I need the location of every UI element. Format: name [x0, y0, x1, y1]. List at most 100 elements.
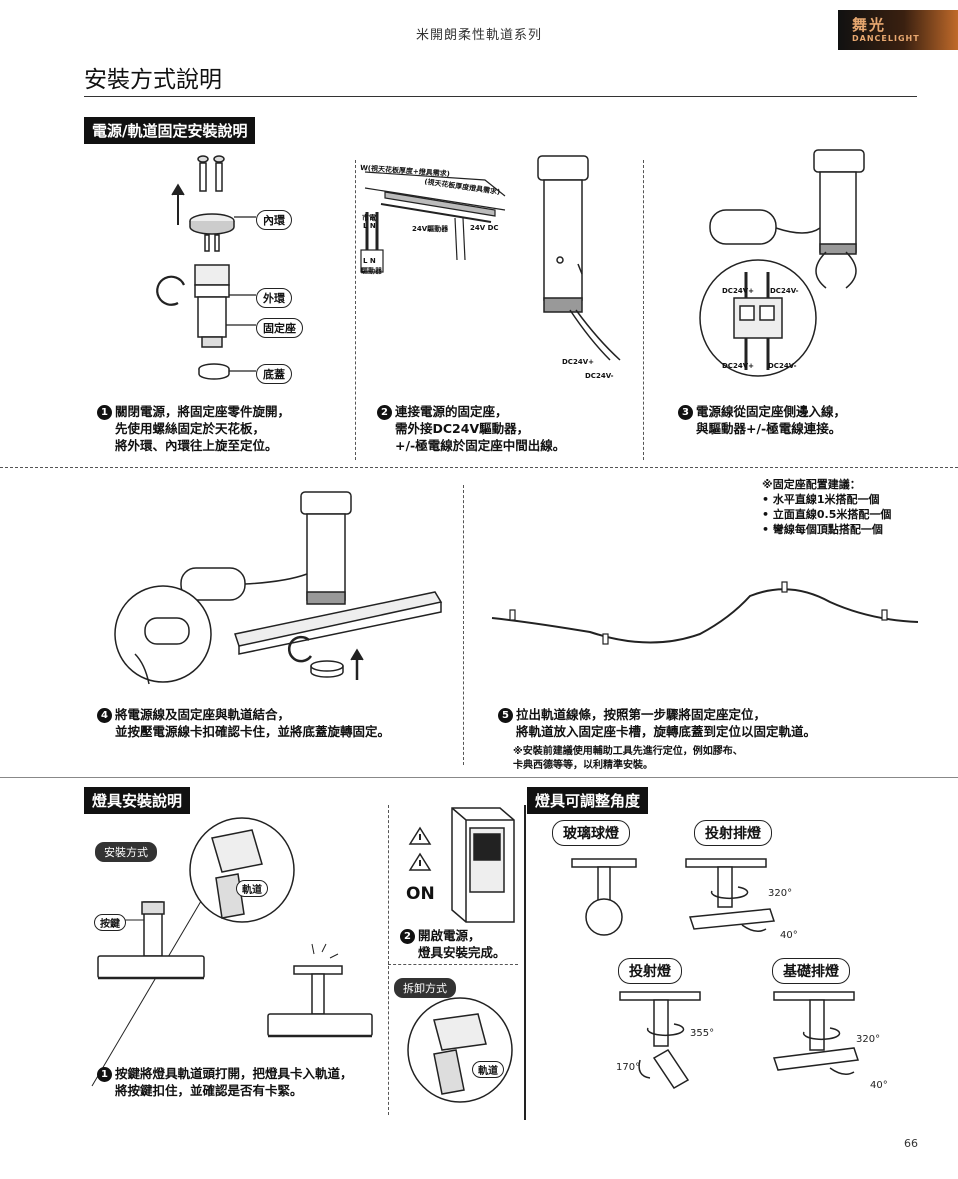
divider-h3 — [388, 964, 518, 965]
plus-red-label-2: DC24V+ — [722, 362, 754, 370]
step-3-line-1: 電源線從固定座側邊入線， — [696, 404, 847, 419]
step-install-line-2: 將按鍵扣住，並確認是否有卡緊。 — [115, 1083, 303, 1098]
step-3-line-2: 與驅動器+/-極電線連接。 — [696, 421, 842, 436]
section-angle: 燈具可調整角度 — [527, 787, 649, 814]
label-inner-ring: 內環 — [256, 210, 292, 230]
step-2-num: 2 — [377, 405, 392, 420]
recommendation-item-2: • 立面直線0.5米搭配一個 — [762, 508, 892, 521]
divider-v3 — [463, 485, 464, 765]
angle-40-b: 40° — [870, 1080, 888, 1091]
step-1-num: 1 — [97, 405, 112, 420]
v24-dc: 24V DC — [470, 224, 499, 232]
step-install-line-1: 按鍵將燈具軌道頭打開，把燈具卡入軌道， — [115, 1066, 353, 1081]
minus-black-label: DC24V- — [770, 287, 799, 295]
step-power-line-1: 開啟電源， — [418, 928, 481, 943]
step-3-num: 3 — [678, 405, 693, 420]
mains-label: 市電 — [362, 214, 376, 222]
product-basic-bar-light: 基礎排燈 — [772, 958, 850, 984]
series-title: 米開朗柔性軌道系列 — [415, 28, 542, 43]
recommendation-item-3: • 彎線每個頂點搭配一個 — [762, 523, 883, 536]
tag-track-2: 軌道 — [472, 1061, 504, 1078]
step-2-line-1: 連接電源的固定座， — [395, 404, 508, 419]
diagram-side-wiring — [699, 149, 865, 377]
switch-on-label: ON — [406, 884, 435, 904]
label-outer-ring: 外環 — [256, 288, 292, 308]
page-number: 66 — [904, 1137, 918, 1150]
step-5-note-line-1: ※安裝前建議使用輔助工具先進行定位，例如膠布、 — [513, 746, 743, 757]
product-glass-ball-light: 玻璃球燈 — [552, 820, 630, 846]
step-4-line-2: 並按壓電源線卡扣確認卡住，並將底蓋旋轉固定。 — [115, 724, 391, 739]
step-power-line-2: 燈具安裝完成。 — [418, 945, 506, 960]
angle-170: 170° — [616, 1062, 641, 1073]
driver-label: 驅動器 — [361, 267, 382, 275]
diagram-curved-track — [491, 581, 919, 645]
divider-v4 — [388, 805, 389, 1115]
step-5-num: 5 — [498, 708, 513, 723]
tag-remove-method: 拆卸方式 — [394, 978, 456, 998]
divider-h1 — [0, 467, 958, 468]
driver-ln: L N — [363, 257, 376, 265]
step-5-note-line-2: 卡典西德等等，以利精準安裝。 — [513, 760, 653, 771]
dc-minus-label: DC24V- — [585, 372, 614, 380]
step-power-num: 2 — [400, 929, 415, 944]
step-2-line-2: 需外接DC24V驅動器， — [395, 421, 530, 436]
angle-355: 355° — [690, 1028, 715, 1039]
angle-320-a: 320° — [768, 888, 793, 899]
mains-ln: L N — [363, 222, 376, 230]
diagram-fixture-install — [91, 817, 373, 1087]
step-1-line-2: 先使用螺絲固定於天花板， — [115, 421, 266, 436]
step-5-line-1: 拉出軌道線條，按照第一步驟將固定座定位， — [516, 707, 767, 722]
step-5-note: ※安裝前建議使用輔助工具先進行定位，例如膠布、 卡典西德等等，以利精準安裝。 — [513, 745, 743, 773]
divider-v2 — [643, 160, 644, 460]
diagram-glass-ball — [571, 858, 637, 936]
diagram-remove — [407, 997, 513, 1103]
tag-button: 按鍵 — [94, 914, 126, 931]
tag-track: 軌道 — [236, 880, 268, 897]
diagram-basic-bar — [772, 991, 860, 1075]
diagram-base-tube — [537, 155, 621, 361]
section-power-track: 電源/軌道固定安裝說明 — [84, 117, 256, 144]
base-recommendation: ※固定座配置建議： • 水平直線1米搭配一個 • 立面直線0.5米搭配一個 • … — [762, 477, 891, 537]
recommendation-item-1: • 水平直線1米搭配一個 — [762, 493, 880, 506]
step-4-line-1: 將電源線及固定座與軌道結合， — [115, 707, 291, 722]
page-title: 安裝方式說明 — [84, 67, 222, 93]
title-rule — [84, 96, 917, 97]
v24-driver: 24V驅動器 — [412, 225, 449, 233]
step-1-line-1: 關閉電源，將固定座零件旋開， — [115, 404, 291, 419]
diagram-projection-light — [619, 991, 701, 1089]
angle-320-b: 320° — [856, 1034, 881, 1045]
diagram-base-exploded — [156, 155, 256, 380]
recommendation-title: ※固定座配置建議： — [762, 478, 861, 491]
diagram-ceiling-wiring — [360, 171, 506, 273]
plus-red-label: DC24V+ — [722, 287, 754, 295]
minus-black-label-2: DC24V- — [768, 362, 797, 370]
step-2-line-3: +/-極電線於固定座中間出線。 — [395, 438, 566, 453]
step-5-line-2: 將軌道放入固定座卡槽，旋轉底蓋到定位以固定軌道。 — [516, 724, 817, 739]
divider-v5 — [524, 805, 526, 1120]
step-install-num: 1 — [97, 1067, 112, 1082]
divider-v1 — [355, 160, 356, 460]
logo-sub-text: DANCELIGHT — [852, 34, 920, 43]
brand-logo: 舞光 DANCELIGHT — [838, 10, 958, 50]
angle-40-a: 40° — [780, 930, 798, 941]
product-projection-light: 投射燈 — [618, 958, 682, 984]
diagram-power-switch — [408, 807, 515, 923]
dc-plus-label: DC24V+ — [562, 358, 594, 366]
section-fixture: 燈具安裝說明 — [84, 787, 191, 814]
step-4-num: 4 — [97, 708, 112, 723]
diagram-projection-bar — [685, 858, 776, 932]
tag-install-method: 安裝方式 — [95, 842, 157, 862]
product-projection-bar-light: 投射排燈 — [694, 820, 772, 846]
logo-main-text: 舞光 — [852, 16, 887, 34]
label-bottom-cover: 底蓋 — [256, 364, 292, 384]
divider-h2 — [0, 777, 958, 778]
step-1-line-3: 將外環、內環往上旋至定位。 — [115, 438, 278, 453]
label-fixed-base: 固定座 — [256, 318, 303, 338]
